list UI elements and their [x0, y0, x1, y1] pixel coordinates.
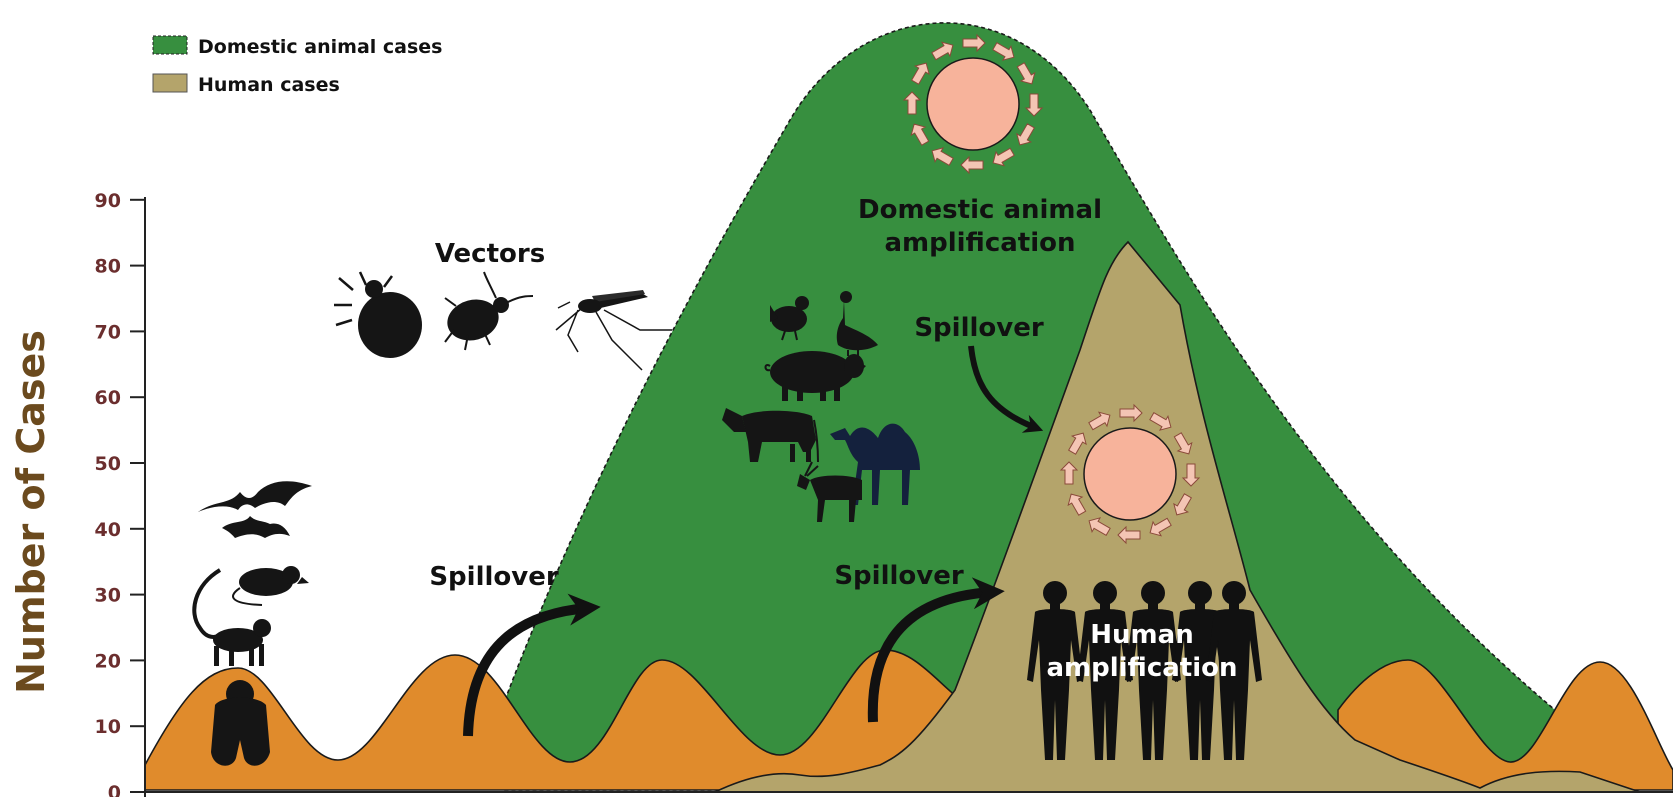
domestic-amplification-label: Domestic animal: [858, 195, 1102, 225]
legend-swatch-human: [153, 74, 187, 92]
legend-swatch-domestic: [153, 36, 187, 54]
domestic-amplification-label-line2: amplification: [884, 228, 1075, 258]
human-amplification-label-line2: amplification: [1046, 653, 1237, 683]
bug-icon: [443, 272, 533, 350]
bat-icon: [198, 481, 312, 538]
y-tick-label: 30: [95, 585, 121, 607]
y-tick-label: 40: [95, 519, 121, 541]
y-tick-label: 20: [95, 650, 121, 672]
y-axis: 0 10 20 30 40 50 60 70 80 90 Number of Cases: [9, 190, 145, 797]
y-tick-label: 70: [95, 321, 121, 343]
y-tick-label: 50: [95, 453, 121, 475]
human-amplification-label: Human: [1090, 620, 1193, 650]
spillover-label-domestic: Spillover: [834, 561, 964, 591]
legend-label-human: Human cases: [198, 74, 340, 96]
y-tick-label: 80: [95, 256, 121, 278]
y-tick-label: 10: [95, 716, 121, 738]
tick-icon: [334, 272, 422, 358]
y-tick-label: 0: [108, 782, 121, 797]
human-cycle-circle: [1084, 428, 1176, 520]
mosquito-icon: [556, 290, 672, 370]
spillover-label-human: Spillover: [914, 313, 1044, 343]
domestic-cycle-circle: [927, 58, 1019, 150]
vectors-label: Vectors: [435, 239, 545, 269]
y-tick-label: 60: [95, 387, 121, 409]
spillover-label-wildlife: Spillover: [429, 562, 559, 592]
legend-label-domestic: Domestic animal cases: [198, 36, 443, 58]
y-tick-label: 90: [95, 190, 121, 212]
rat-icon: [233, 566, 309, 605]
legend: Domestic animal cases Human cases: [153, 36, 443, 96]
y-axis-title: Number of Cases: [9, 330, 53, 694]
